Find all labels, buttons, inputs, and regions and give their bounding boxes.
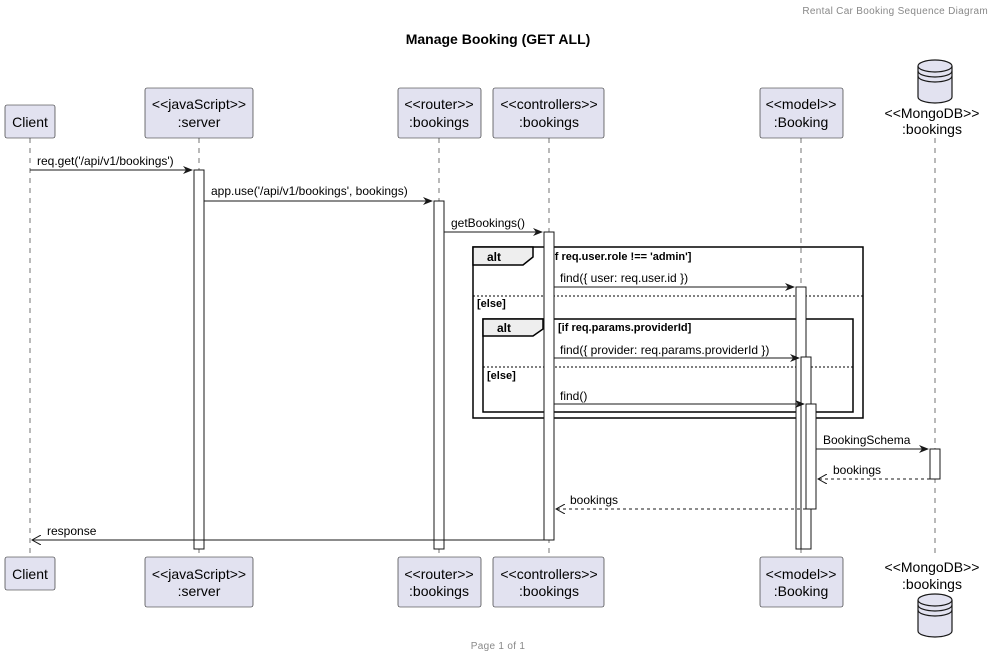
message-label-10: response <box>47 524 97 538</box>
alt-else-outer: [else] <box>477 298 506 310</box>
message-label-6: find() <box>560 389 587 403</box>
activation-mongodb <box>929 448 941 480</box>
participant-mongodb-top: <<MongoDB>> :bookings <box>885 59 980 137</box>
participant-client-label-bottom: Client <box>12 566 48 582</box>
participant-controllers-name: :bookings <box>519 114 579 130</box>
participant-model-name-bottom: :Booking <box>774 583 828 599</box>
participant-mongodb-name: :bookings <box>902 121 962 137</box>
alt-fragment-inner: alt [if req.params.providerId] [else] <box>482 318 854 413</box>
message-label-2: app.use('/api/v1/bookings', bookings) <box>211 184 408 198</box>
participant-router-name: :bookings <box>409 114 469 130</box>
participant-server-stereotype: <<javaScript>> <box>152 96 246 112</box>
database-icon <box>917 593 953 638</box>
activation-server <box>193 169 205 550</box>
participant-server-stereotype-bottom: <<javaScript>> <box>152 566 246 582</box>
messages: req.get('/api/v1/bookings') app.use('/ap… <box>30 154 930 540</box>
diagram-title: Manage Booking (GET ALL) <box>405 31 591 47</box>
participant-model-stereotype: <<model>> <box>766 96 837 112</box>
participant-mongodb-name-bottom: :bookings <box>902 576 962 592</box>
participant-client-label: Client <box>12 114 48 130</box>
message-label-8: bookings <box>833 463 881 477</box>
participant-controllers-stereotype: <<controllers>> <box>500 96 597 112</box>
activations <box>193 169 941 550</box>
message-label-7: BookingSchema <box>823 433 911 447</box>
diagram-header: Rental Car Booking Sequence Diagram <box>802 6 988 17</box>
participant-router-bottom: <<router>> :bookings <box>397 556 482 608</box>
participant-router-top: <<router>> :bookings <box>397 87 482 139</box>
alt-guard-inner: [if req.params.providerId] <box>558 322 692 334</box>
alt-else-inner: [else] <box>487 370 516 382</box>
participant-controllers-name-bottom: :bookings <box>519 583 579 599</box>
participant-server-name-bottom: :server <box>178 583 221 599</box>
participant-model-stereotype-bottom: <<model>> <box>766 566 837 582</box>
activation-controllers <box>543 231 555 541</box>
participant-server-name: :server <box>178 114 221 130</box>
message-label-1: req.get('/api/v1/bookings') <box>37 154 174 168</box>
participant-router-stereotype: <<router>> <box>404 96 473 112</box>
message-label-4: find({ user: req.user.id }) <box>560 271 688 285</box>
participant-router-name-bottom: :bookings <box>409 583 469 599</box>
message-label-3: getBookings() <box>451 216 525 230</box>
page-footer: Page 1 of 1 <box>470 641 526 652</box>
alt-keyword-outer: alt <box>487 250 501 264</box>
database-icon <box>917 59 953 104</box>
participants-bottom: Client <<javaScript>> :server <<router>>… <box>4 556 980 638</box>
message-label-9: bookings <box>570 493 618 507</box>
participants-top: Client <<javaScript>> :server <<router>>… <box>4 59 980 139</box>
participant-router-stereotype-bottom: <<router>> <box>404 566 473 582</box>
participant-mongodb-bottom: <<MongoDB>> :bookings <box>885 559 980 638</box>
participant-client-top: Client <box>4 104 56 139</box>
participant-model-top: <<model>> :Booking <box>759 87 844 139</box>
message-label-5: find({ provider: req.params.providerId }… <box>560 343 769 357</box>
participant-server-top: <<javaScript>> :server <box>144 87 254 139</box>
alt-guard-outer: [if req.user.role !== 'admin'] <box>548 251 692 263</box>
participant-client-bottom: Client <box>4 556 56 591</box>
activation-model-3 <box>805 403 817 510</box>
participant-model-name: :Booking <box>774 114 828 130</box>
activation-router <box>433 200 445 550</box>
participant-controllers-top: <<controllers>> :bookings <box>492 87 605 139</box>
participant-controllers-bottom: <<controllers>> :bookings <box>492 556 605 608</box>
participant-controllers-stereotype-bottom: <<controllers>> <box>500 566 597 582</box>
participant-mongodb-stereotype: <<MongoDB>> <box>885 105 980 121</box>
participant-model-bottom: <<model>> :Booking <box>759 556 844 608</box>
alt-keyword-inner: alt <box>497 321 511 335</box>
participant-mongodb-stereotype-bottom: <<MongoDB>> <box>885 559 980 575</box>
participant-server-bottom: <<javaScript>> :server <box>144 556 254 608</box>
